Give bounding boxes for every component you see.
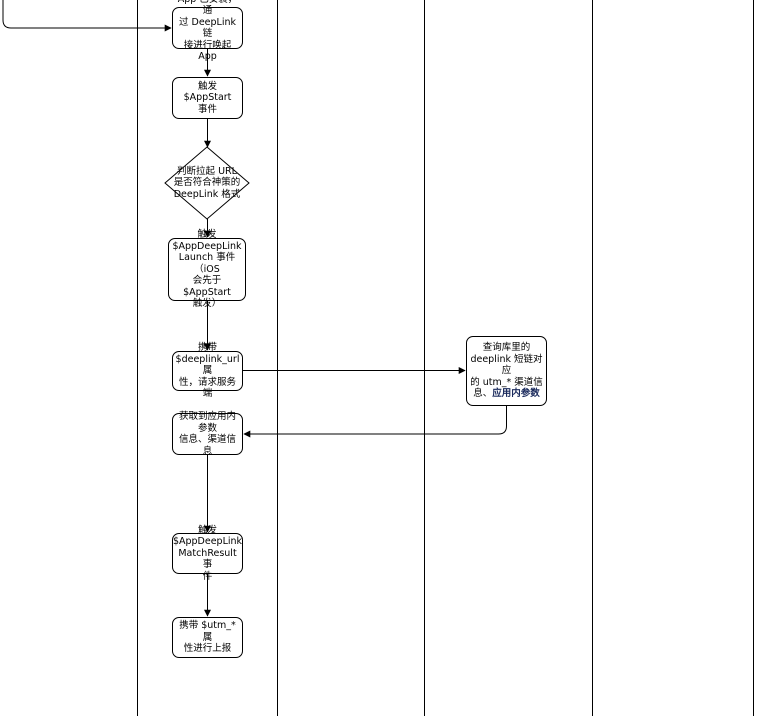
arrow-query-to-get [243, 406, 507, 438]
node-query-lib-text: 查询库里的 deeplink 短链对应 的 utm_* 渠道信 息、应用内参数 [470, 342, 543, 400]
node-carry-url-text: 携带 $deeplink_url 属 性，请求服务端 [175, 342, 240, 400]
node-app-start: 触发 $AppStart 事件 [172, 77, 243, 119]
incoming-connector [2, 0, 172, 32]
node-match-result-text: 触发 $AppDeepLink MatchResult 事 件 [172, 524, 243, 582]
node-get-params-text: 获取到应用内参数 信息、渠道信息 [178, 411, 236, 457]
node-query-lib-highlight: 应用内参数 [492, 388, 540, 400]
node-query-lib: 查询库里的 deeplink 短链对应 的 utm_* 渠道信 息、应用内参数 [466, 336, 547, 406]
node-report-utm-text: 携带 $utm_* 属 性进行上报 [179, 620, 236, 655]
node-query-lib-main: 查询库里的 deeplink 短链对应 的 utm_* 渠道信 息、 [470, 342, 543, 400]
node-match-result: 触发 $AppDeepLink MatchResult 事 件 [172, 525, 243, 582]
node-app-start-text: 触发 $AppStart 事件 [183, 80, 232, 115]
node-carry-url: 携带 $deeplink_url 属 性，请求服务端 [172, 342, 243, 399]
node-check-url: 判断拉起 URL 是否符合神策的 DeepLink 格式 [168, 162, 246, 204]
swimlane-lines [137, 0, 754, 716]
node-report-utm: 携带 $utm_* 属 性进行上报 [172, 617, 243, 658]
flow-arrows [204, 49, 507, 617]
node-installed: App 已安装，通 过 DeepLink 链 接进行唤起 App [172, 0, 243, 62]
node-check-url-text: 判断拉起 URL 是否符合神策的 DeepLink 格式 [173, 165, 241, 200]
node-deeplink-launch-text: 触发 $AppDeepLink Launch 事件（iOS 会先于 $AppSt… [172, 229, 242, 310]
node-get-params: 获取到应用内参数 信息、渠道信息 [172, 411, 243, 457]
node-deeplink-launch: 触发 $AppDeepLink Launch 事件（iOS 会先于 $AppSt… [168, 229, 246, 309]
node-installed-text: App 已安装，通 过 DeepLink 链 接进行唤起 App [178, 0, 238, 62]
